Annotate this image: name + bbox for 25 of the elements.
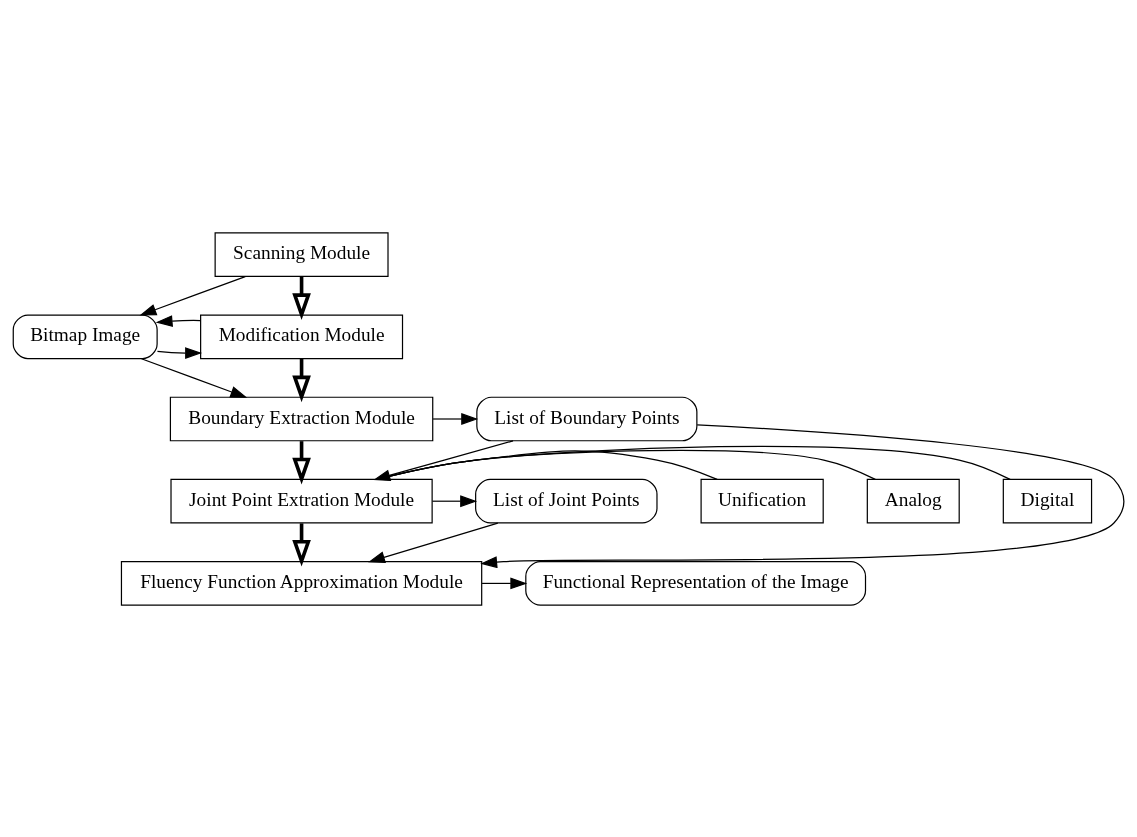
arrow <box>140 357 248 398</box>
node-box: Fluency Function Approximation Module <box>120 560 483 606</box>
node-box: Boundary Extraction Module <box>169 396 434 441</box>
arrow <box>432 412 479 425</box>
node-box: Digital <box>1002 478 1093 524</box>
node-box: List of Joint Points <box>475 478 658 524</box>
arrow <box>155 314 201 327</box>
node-box: Functional Representation of the Image <box>525 560 867 606</box>
arrow <box>481 576 528 589</box>
arrow <box>156 346 203 359</box>
arrow <box>292 440 311 484</box>
arrow <box>292 522 311 567</box>
arrow <box>480 423 1125 568</box>
arrow <box>368 521 499 563</box>
arrow <box>292 358 311 402</box>
node-box: List of Boundary Points <box>476 396 698 441</box>
node-box: Joint Point Extration Module <box>170 478 433 524</box>
node-box: Unification <box>700 478 824 524</box>
arrow <box>292 276 311 320</box>
node-box: Modification Module <box>200 313 404 359</box>
arrow <box>431 494 478 507</box>
node-box: Analog <box>866 478 960 524</box>
node-box: Bitmap Image <box>12 313 158 359</box>
node-box: Scanning Module <box>214 231 389 277</box>
arrow <box>139 275 246 316</box>
